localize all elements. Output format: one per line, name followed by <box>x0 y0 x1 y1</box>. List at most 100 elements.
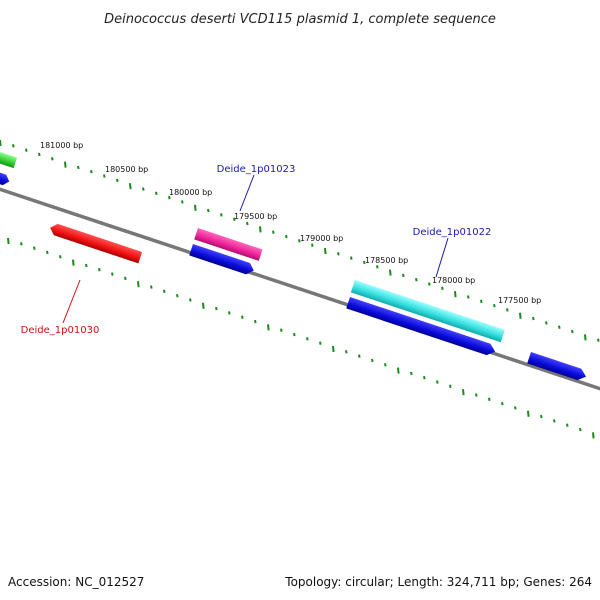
inner-tick <box>345 350 348 354</box>
inner-tick <box>150 285 153 289</box>
feature-magenta-deide-1p01023[interactable] <box>194 228 263 261</box>
inner-tick <box>332 345 335 353</box>
feature-blue-1[interactable] <box>0 170 11 187</box>
inner-tick <box>202 302 205 309</box>
outer-tick <box>376 265 379 269</box>
bp-label-177500: 177500 bp <box>498 296 541 305</box>
gene-label-deide-1p01030[interactable]: Deide_1p01030 <box>21 325 100 336</box>
outer-tick <box>532 316 535 321</box>
outer-tick <box>25 148 28 152</box>
inner-tick <box>566 423 569 427</box>
outer-tick-marks <box>0 139 600 342</box>
outer-tick <box>480 299 483 304</box>
inner-tick <box>267 324 270 331</box>
feature-cyan-deide-1p01022[interactable] <box>350 280 505 343</box>
inner-tick-marks <box>7 237 595 439</box>
inner-tick <box>59 255 62 259</box>
outer-tick <box>571 329 574 334</box>
outer-tick <box>0 139 2 147</box>
bp-label-178000: 178000 bp <box>432 276 475 285</box>
inner-tick <box>111 272 114 276</box>
map-title: Deinococcus deserti VCD115 plasmid 1, co… <box>104 12 496 27</box>
inner-tick <box>228 311 231 315</box>
outer-tick <box>584 334 587 341</box>
outer-tick <box>350 256 353 260</box>
outer-tick <box>389 269 392 276</box>
topology-summary-text: Topology: circular; Length: 324,711 bp; … <box>284 575 592 589</box>
inner-tick <box>475 393 478 397</box>
outer-tick <box>298 239 301 243</box>
feature-red-deide-1p01030[interactable] <box>48 222 143 264</box>
inner-tick <box>514 406 517 410</box>
bp-label-181000: 181000 bp <box>40 141 83 150</box>
outer-tick <box>545 321 548 325</box>
outer-tick <box>246 221 249 226</box>
outer-tick <box>597 338 600 342</box>
accession-text: Accession: NC_012527 <box>8 575 144 589</box>
outer-tick <box>103 174 106 178</box>
inner-tick <box>371 358 374 363</box>
outer-tick <box>207 208 210 213</box>
inner-tick <box>423 376 426 380</box>
inner-tick <box>163 289 166 294</box>
inner-tick <box>410 371 413 376</box>
outer-tick <box>493 303 496 308</box>
feature-blue-4[interactable] <box>527 352 588 382</box>
inner-tick <box>72 259 75 266</box>
bp-label-179000: 179000 bp <box>300 234 343 243</box>
inner-tick <box>215 306 218 311</box>
inner-tick <box>579 427 582 432</box>
outer-tick <box>428 282 431 286</box>
outer-tick <box>155 191 158 196</box>
outer-tick <box>259 226 262 233</box>
inner-tick <box>397 367 400 374</box>
inner-tick <box>85 263 88 268</box>
inner-tick <box>176 293 179 298</box>
outer-tick <box>129 183 132 190</box>
inner-tick <box>462 389 465 396</box>
bp-label-180500: 180500 bp <box>105 165 148 174</box>
leader-line-deide-1p01023 <box>239 174 255 212</box>
outer-tick <box>337 252 340 256</box>
outer-tick <box>519 312 522 319</box>
outer-tick <box>324 247 327 255</box>
outer-tick <box>38 152 41 157</box>
inner-tick <box>449 384 452 389</box>
bp-label-179500: 179500 bp <box>234 212 277 221</box>
outer-tick <box>233 217 236 221</box>
outer-tick <box>441 286 444 291</box>
outer-tick <box>467 295 470 299</box>
outer-tick <box>311 243 314 247</box>
inner-tick <box>46 250 49 255</box>
gene-label-deide-1p01022[interactable]: Deide_1p01022 <box>413 227 492 238</box>
gene-label-deide-1p01023[interactable]: Deide_1p01023 <box>217 164 296 175</box>
inner-tick <box>189 298 192 302</box>
outer-tick <box>402 273 405 278</box>
inner-tick <box>33 246 36 250</box>
inner-tick <box>98 268 101 272</box>
outer-tick <box>12 144 15 148</box>
outer-tick <box>558 325 561 329</box>
outer-tick <box>506 308 509 312</box>
feature-blue-3[interactable] <box>346 297 497 357</box>
outer-tick <box>220 213 223 217</box>
bp-label-180000: 180000 bp <box>169 188 212 197</box>
feature-green[interactable] <box>0 148 18 169</box>
inner-tick <box>280 328 283 332</box>
leader-line-deide-1p01022 <box>435 237 449 278</box>
inner-tick <box>501 401 504 406</box>
feature-blue-2[interactable] <box>189 244 255 276</box>
outer-tick <box>363 260 366 265</box>
outer-tick <box>116 178 119 183</box>
outer-tick <box>181 200 184 204</box>
inner-tick <box>7 237 10 245</box>
inner-tick <box>137 281 140 288</box>
inner-tick <box>358 354 361 358</box>
inner-tick <box>592 432 595 439</box>
outer-tick <box>64 161 67 168</box>
inner-tick <box>241 315 244 319</box>
leader-line-deide-1p01030 <box>62 279 81 324</box>
outer-tick <box>272 230 275 234</box>
inner-tick <box>20 242 23 246</box>
